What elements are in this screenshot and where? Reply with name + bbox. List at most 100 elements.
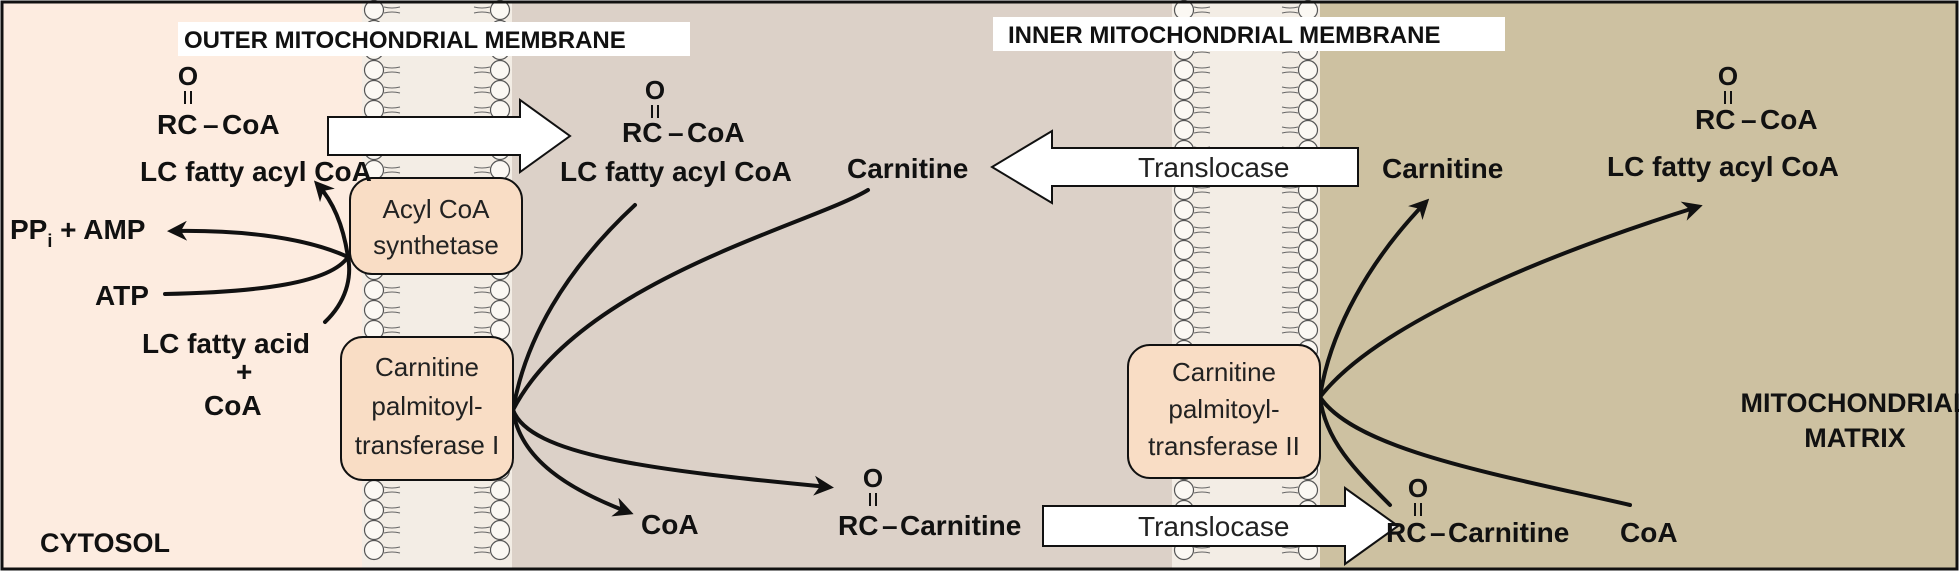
lipid-tail xyxy=(383,306,401,314)
lipid-head xyxy=(1173,279,1195,301)
plus-sign: + xyxy=(236,356,252,387)
acyl-r-group: RC xyxy=(1386,517,1426,548)
carnitine-matrix-label: Carnitine xyxy=(1382,153,1503,184)
lipid-tail xyxy=(473,86,491,94)
translocase-bottom-arrow xyxy=(1042,486,1400,566)
coa-product-label: CoA xyxy=(641,509,699,540)
lipid-tail xyxy=(473,106,491,114)
lipid-head xyxy=(1173,319,1195,341)
acyl-r-group: RC xyxy=(838,510,878,541)
outer-membrane-lipid-bilayer xyxy=(362,0,512,568)
lipid-tail xyxy=(473,326,491,334)
reaction-line-from-atp xyxy=(163,255,350,296)
lipid-tail xyxy=(383,106,401,114)
lipid-tail xyxy=(1193,266,1211,274)
acyl-bond-dash: – xyxy=(882,510,898,541)
lipid-head xyxy=(489,159,511,181)
lipid-tail xyxy=(383,486,401,494)
lipid-head xyxy=(489,479,511,501)
membrane-background xyxy=(1172,3,1320,568)
cytosol-acyl-coa: O RC – CoA LC fatty acyl CoA xyxy=(140,61,372,187)
lipid-head xyxy=(1297,479,1319,501)
cpt2-arrow-to-carnitine xyxy=(1318,198,1430,399)
lipid-head xyxy=(1297,199,1319,221)
cpt1-box xyxy=(340,336,514,481)
lipid-tail xyxy=(1281,226,1299,234)
acyl-oxygen: O xyxy=(645,75,665,105)
lipid-head xyxy=(363,59,385,81)
lipid-head xyxy=(363,499,385,521)
acyl-r-group: RC xyxy=(622,117,662,148)
lipid-head xyxy=(1173,59,1195,81)
lipid-head xyxy=(489,299,511,321)
lipid-tail xyxy=(1281,206,1299,214)
matrix-acyl-coa: O RC – CoA LC fatty acyl CoA xyxy=(1607,61,1839,182)
lipid-tail xyxy=(383,546,401,554)
lipid-tail xyxy=(473,486,491,494)
inner-membrane-title-box xyxy=(993,17,1505,51)
translocase-bottom-label: Translocase xyxy=(1138,511,1289,542)
lipid-head xyxy=(489,279,511,301)
lipid-tail xyxy=(383,526,401,534)
lipid-tail xyxy=(1193,246,1211,254)
lipid-tail xyxy=(1281,306,1299,314)
lipid-head xyxy=(1173,239,1195,261)
lipid-head xyxy=(1297,259,1319,281)
lipid-tail xyxy=(1193,206,1211,214)
outer-membrane-title: OUTER MITOCHONDRIAL MEMBRANE xyxy=(184,27,626,54)
lipid-tail xyxy=(1281,546,1299,554)
lipid-head xyxy=(1173,219,1195,241)
lipid-tail xyxy=(1281,126,1299,134)
cpt2-label-2: palmitoyl- xyxy=(1168,394,1279,424)
cpt1-label-1: Carnitine xyxy=(375,352,479,382)
cpt2-line-from-acyl-carnitine xyxy=(1318,395,1392,507)
lipid-tail xyxy=(1281,286,1299,294)
cpt1-arrow-to-coa xyxy=(511,408,634,517)
lipid-head xyxy=(1173,119,1195,141)
lipid-tail xyxy=(383,6,401,14)
acyl-coa-group: CoA xyxy=(222,109,280,140)
acyl-r-group: RC xyxy=(157,109,197,140)
outer-membrane-title-box xyxy=(178,22,690,56)
acyl-carnitine-group: Carnitine xyxy=(900,510,1021,541)
acyl-oxygen: O xyxy=(1718,61,1738,91)
lipid-tail xyxy=(1193,306,1211,314)
translocase-top-label: Translocase xyxy=(1138,152,1289,183)
matrix-label-line-2: MATRIX xyxy=(1804,423,1906,453)
lipid-head xyxy=(1173,79,1195,101)
reaction-arrow-to-ppi-amp xyxy=(167,220,350,259)
lipid-head xyxy=(489,539,511,561)
lipid-tail xyxy=(1193,226,1211,234)
cpt1-line-from-acyl-coa xyxy=(511,203,637,412)
acyl-coa-synthetase-label-1: Acyl CoA xyxy=(383,194,491,224)
lipid-tail xyxy=(473,306,491,314)
intermembrane-acyl-coa: O RC – CoA LC fatty acyl CoA xyxy=(560,75,792,187)
lipid-head xyxy=(489,79,511,101)
acyl-r-group: RC xyxy=(1695,104,1735,135)
lipid-head xyxy=(1173,199,1195,221)
lipid-tail xyxy=(1193,546,1211,554)
lipid-tail xyxy=(383,326,401,334)
lc-fatty-acid-label: LC fatty acid xyxy=(142,328,310,359)
cpt2-arrow-to-acyl-coa xyxy=(1318,201,1703,399)
lipid-tail xyxy=(1281,86,1299,94)
lipid-tail xyxy=(473,66,491,74)
lipid-head xyxy=(363,299,385,321)
lipid-head xyxy=(489,59,511,81)
acyl-carnitine-intermembrane: O RC – Carnitine xyxy=(838,463,1021,541)
lipid-tail xyxy=(1193,66,1211,74)
lipid-head xyxy=(1297,219,1319,241)
acyl-oxygen: O xyxy=(1408,473,1428,503)
lipid-head xyxy=(1297,79,1319,101)
acyl-carnitine-group: Carnitine xyxy=(1448,517,1569,548)
lc-fatty-acyl-coa-label: LC fatty acyl CoA xyxy=(140,156,372,187)
lipid-tail xyxy=(1281,486,1299,494)
lipid-tail xyxy=(1281,266,1299,274)
membrane-background xyxy=(362,3,512,568)
lipid-tail xyxy=(1193,6,1211,14)
lipid-tail xyxy=(473,526,491,534)
lipid-tail xyxy=(383,66,401,74)
lipid-tail xyxy=(1281,246,1299,254)
coa-matrix-label: CoA xyxy=(1620,517,1678,548)
